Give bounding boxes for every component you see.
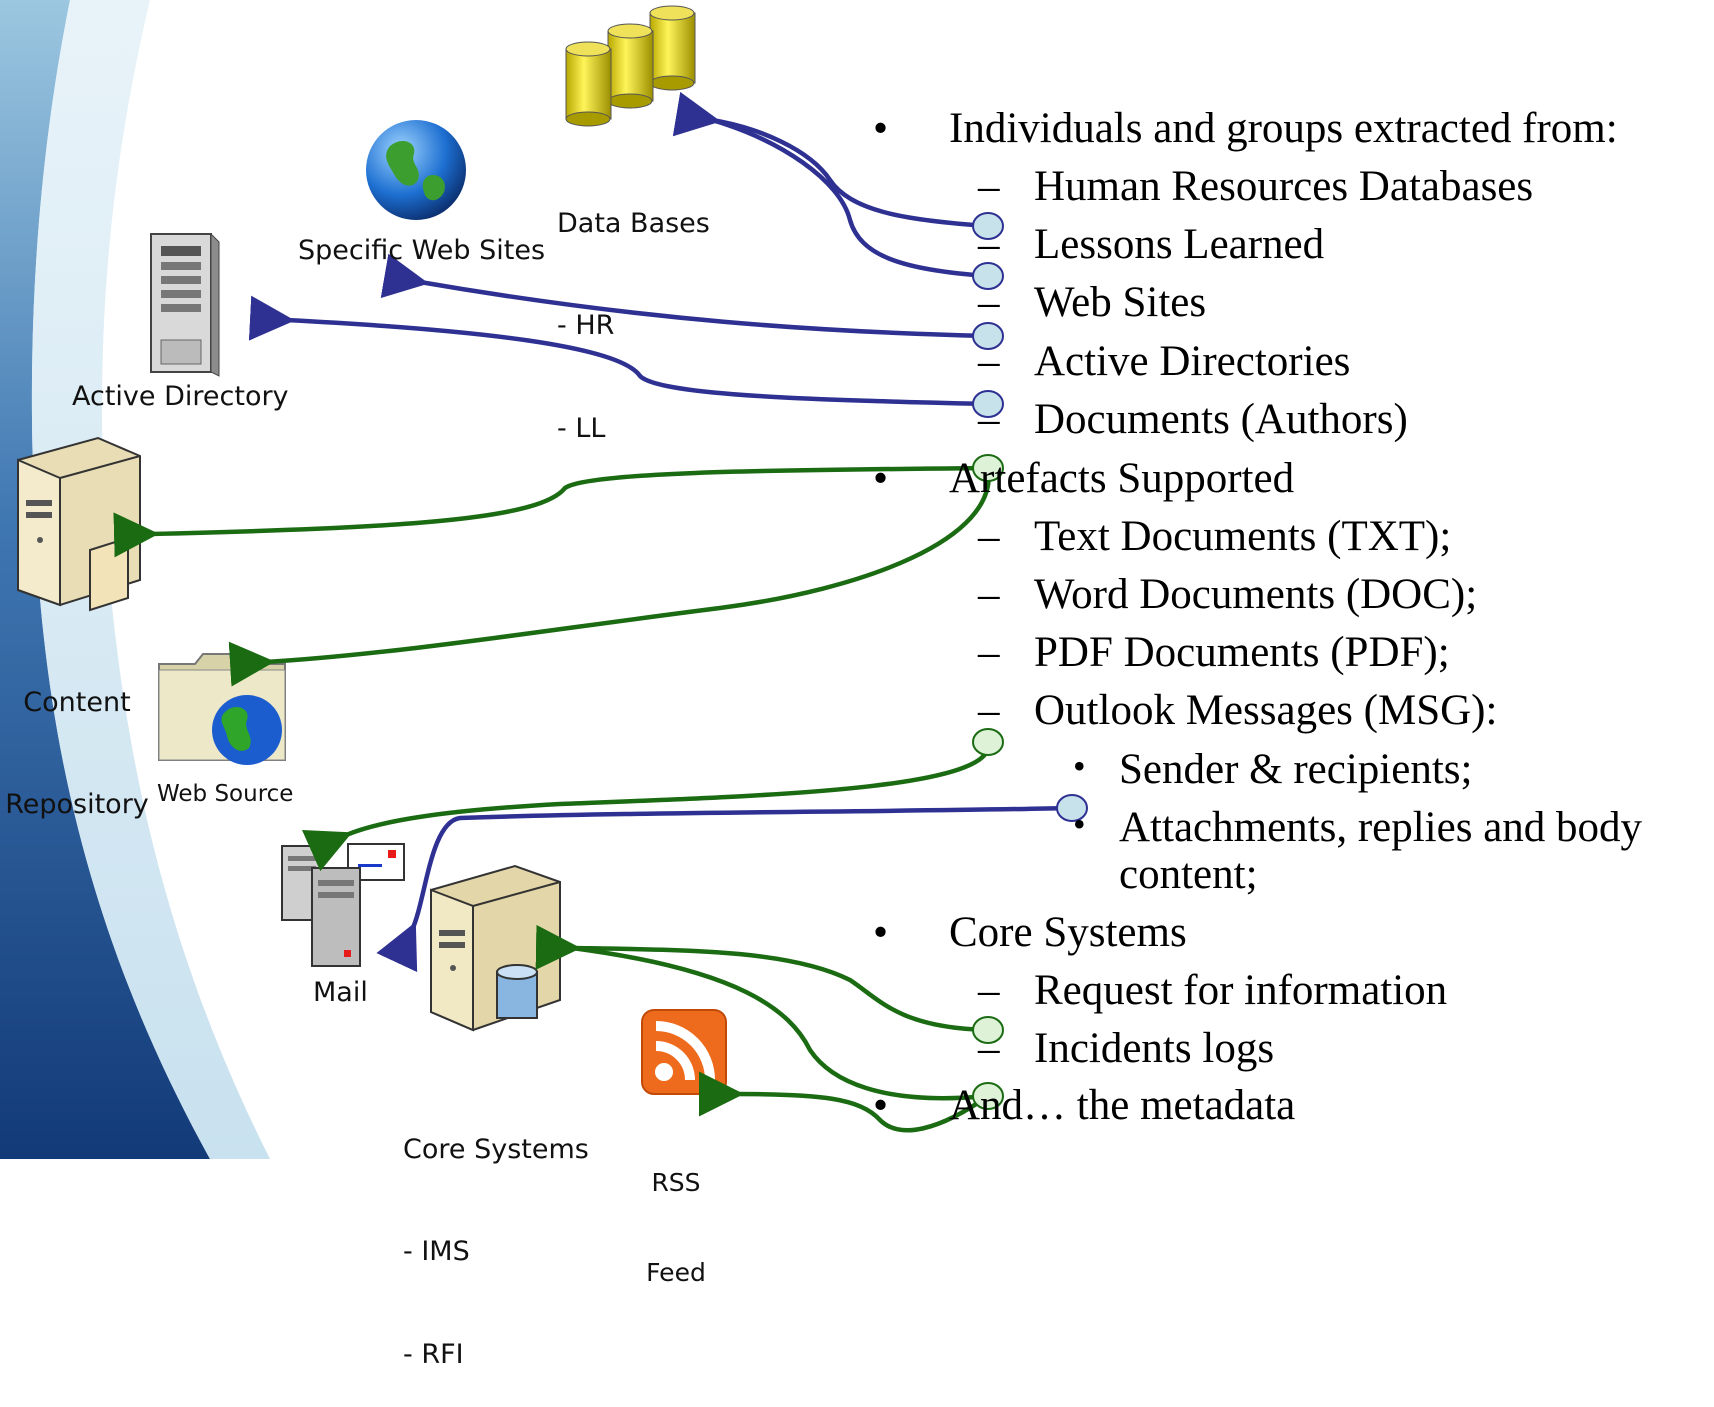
link-hr bbox=[672, 91, 989, 229]
sub-documents-authors: Documents (Authors) bbox=[1034, 396, 1408, 443]
data-bases-label: Data Bases - HR - LL bbox=[557, 138, 710, 481]
dash-1-2: – bbox=[978, 221, 1000, 268]
dash-2-3: – bbox=[978, 629, 1000, 676]
sub-request-info: Request for information bbox=[1034, 967, 1448, 1014]
anchor-hr bbox=[972, 212, 1004, 240]
anchor-attachments bbox=[1056, 794, 1088, 822]
web-sites-label: Specific Web Sites bbox=[298, 235, 546, 266]
link-content-repo bbox=[113, 465, 989, 558]
bullet-artefacts: Artefacts Supported bbox=[949, 455, 1295, 502]
link-mail-green bbox=[301, 741, 991, 872]
dash-3-1: – bbox=[978, 967, 1000, 1014]
bullet-core-systems: Core Systems bbox=[949, 909, 1187, 956]
core-systems-ims: - IMS bbox=[403, 1236, 470, 1268]
link-lessons bbox=[711, 117, 989, 279]
server-tower-icon bbox=[150, 232, 220, 377]
anchor-metadata bbox=[972, 1082, 1004, 1110]
rss-feed-label: RSS Feed bbox=[636, 1108, 716, 1318]
content-repository-line1: Content bbox=[23, 686, 131, 718]
data-bases-title: Data Bases bbox=[557, 207, 710, 239]
core-systems-title: Core Systems bbox=[403, 1133, 589, 1165]
link-active-dir bbox=[248, 295, 989, 407]
sub-web-sites: Web Sites bbox=[1034, 279, 1207, 326]
sub-hr-databases: Human Resources Databases bbox=[1034, 163, 1534, 210]
sub-incidents-logs: Incidents logs bbox=[1034, 1025, 1275, 1072]
active-directory-label: Active Directory bbox=[72, 381, 289, 412]
bullet-dot-2: • bbox=[873, 455, 889, 502]
dash-1-4: – bbox=[978, 338, 1000, 385]
subsub-content: content; bbox=[1119, 851, 1258, 898]
subsub-attachments: Attachments, replies and body bbox=[1119, 804, 1643, 851]
subbullet-dot-1: • bbox=[1073, 746, 1086, 786]
anchor-lessons bbox=[972, 262, 1004, 290]
bullet-dot-1: • bbox=[873, 105, 889, 152]
bullet-individuals: Individuals and groups extracted from: bbox=[949, 105, 1618, 152]
sub-outlook-messages: Outlook Messages (MSG): bbox=[1034, 687, 1498, 734]
rss-line2: Feed bbox=[646, 1258, 706, 1287]
content-repository-line2: Repository bbox=[5, 789, 149, 821]
connector-layer bbox=[113, 91, 1088, 1133]
link-core-incidents bbox=[571, 945, 989, 1101]
sub-active-directories: Active Directories bbox=[1034, 338, 1351, 385]
sub-lessons-learned: Lessons Learned bbox=[1034, 221, 1325, 268]
mail-server-icon bbox=[281, 843, 405, 967]
core-systems-rfi: - RFI bbox=[403, 1339, 464, 1371]
sub-text-documents: Text Documents (TXT); bbox=[1034, 513, 1452, 560]
dash-2-4: – bbox=[978, 687, 1000, 734]
sub-pdf-documents: PDF Documents (PDF); bbox=[1034, 629, 1450, 676]
dash-1-3: – bbox=[978, 279, 1000, 326]
link-websites bbox=[380, 253, 989, 339]
link-web-source bbox=[228, 467, 991, 687]
bullet-dot-4: • bbox=[873, 1082, 889, 1129]
mail-label: Mail bbox=[313, 977, 368, 1008]
anchor-outlook bbox=[972, 728, 1004, 756]
subbullet-dot-2: • bbox=[1073, 804, 1086, 844]
link-core-rfi bbox=[535, 924, 989, 1033]
anchor-active-dir bbox=[972, 390, 1004, 418]
dash-1-1: – bbox=[978, 163, 1000, 210]
bullet-dot-3: • bbox=[873, 909, 889, 956]
database-icon bbox=[565, 5, 696, 127]
anchor-websites bbox=[972, 322, 1004, 350]
web-source-label: Web Source bbox=[157, 781, 294, 807]
rss-line1: RSS bbox=[651, 1168, 701, 1197]
link-rss bbox=[698, 1071, 990, 1133]
core-server-icon bbox=[430, 864, 561, 1032]
dash-2-2: – bbox=[978, 571, 1000, 618]
dash-1-5: – bbox=[978, 396, 1000, 443]
link-mail-blue bbox=[376, 805, 1073, 973]
globe-icon bbox=[366, 120, 466, 220]
content-repository-label: Content Repository bbox=[2, 617, 152, 857]
background-swoosh bbox=[0, 0, 270, 1159]
dash-3-2: – bbox=[978, 1025, 1000, 1072]
subsub-sender: Sender & recipients; bbox=[1119, 746, 1473, 793]
data-bases-hr: - HR bbox=[557, 310, 615, 342]
core-systems-label: Core Systems - IMS - RFI bbox=[403, 1064, 589, 1407]
anchor-artefacts bbox=[972, 454, 1004, 482]
anchor-rfi bbox=[972, 1016, 1004, 1044]
bullet-metadata: And… the metadata bbox=[949, 1082, 1296, 1129]
sub-word-documents: Word Documents (DOC); bbox=[1034, 571, 1478, 618]
data-bases-ll: - LL bbox=[557, 413, 606, 445]
dash-2-1: – bbox=[978, 513, 1000, 560]
